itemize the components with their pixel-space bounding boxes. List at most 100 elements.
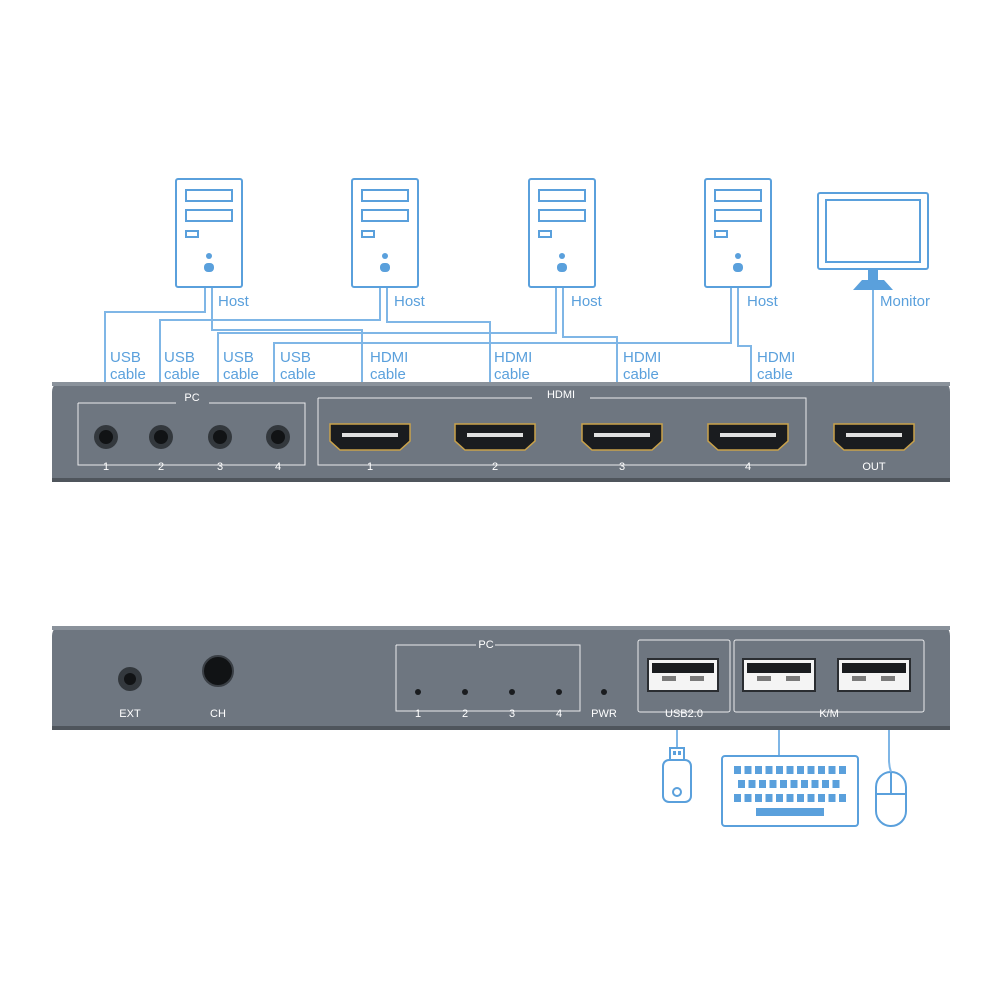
cable-label: USB cable — [110, 349, 146, 383]
keyboard-key — [734, 794, 741, 802]
pc-jack-4[interactable] — [266, 425, 290, 449]
pc-led-3 — [509, 689, 515, 695]
svg-text:cable: cable — [110, 366, 146, 383]
front-panel: PC 1 2 3 4 — [52, 382, 950, 482]
keyboard-key — [755, 794, 762, 802]
keyboard-key — [734, 766, 741, 774]
hdmi-group-label: HDMI — [547, 389, 575, 401]
monitor-icon — [817, 192, 929, 290]
hdmi-port-2[interactable] — [454, 423, 536, 451]
led-number: 1 — [415, 708, 421, 720]
port-number: 1 — [103, 461, 109, 473]
cable-labels: USB cable USB cable USB cable USB cable … — [110, 349, 795, 383]
keyboard-key — [744, 794, 752, 802]
keyboard-key — [738, 780, 745, 788]
svg-text:cable: cable — [223, 366, 259, 383]
keyboard-key — [748, 780, 756, 788]
pc-led-2 — [462, 689, 468, 695]
usb-port[interactable] — [647, 658, 719, 692]
keyboard-key — [780, 780, 787, 788]
pc-led-4 — [556, 689, 562, 695]
ext-label: EXT — [119, 708, 141, 720]
led-number: 2 — [462, 708, 468, 720]
pc-group-label: PC — [184, 392, 199, 404]
mouse-icon — [875, 759, 907, 827]
hdmi-out-port[interactable] — [833, 423, 915, 451]
port-number: 2 — [492, 461, 498, 473]
pwr-label: PWR — [591, 708, 617, 720]
keyboard-key — [822, 780, 829, 788]
port-number: 1 — [367, 461, 373, 473]
usb-label: USB2.0 — [665, 708, 703, 720]
ext-jack[interactable] — [118, 667, 142, 691]
cable-label: HDMI cable — [757, 349, 795, 383]
hdmi-port-group: HDMI 1 2 3 4 — [317, 389, 807, 473]
port-number: 3 — [619, 461, 625, 473]
pc-led-group: PC 1 2 3 4 — [395, 639, 581, 720]
hdmi-port-4[interactable] — [707, 423, 789, 451]
computer-tower-icon — [175, 178, 243, 288]
led-number: 3 — [509, 708, 515, 720]
svg-text:USB: USB — [280, 349, 311, 366]
computer-tower-icon — [528, 178, 596, 288]
cable-label: USB cable — [164, 349, 200, 383]
keyboard-key — [755, 766, 762, 774]
svg-text:HDMI: HDMI — [757, 349, 795, 366]
usb-port-group: USB2.0 — [637, 639, 731, 720]
keyboard-key — [786, 766, 794, 774]
pc-jack-1[interactable] — [94, 425, 118, 449]
pc-port-group: PC 1 2 3 4 — [77, 392, 306, 473]
monitor-label: Monitor — [880, 293, 930, 310]
mouse-usb-port[interactable] — [837, 658, 911, 692]
svg-text:cable: cable — [164, 366, 200, 383]
keyboard-key — [790, 780, 798, 788]
keyboard-key — [839, 766, 846, 774]
keyboard-key — [797, 766, 804, 774]
keyboard-icon — [721, 755, 859, 827]
svg-text:cable: cable — [757, 366, 793, 383]
keyboard-key — [828, 766, 836, 774]
monitor: Monitor — [817, 192, 930, 310]
keyboard-key — [776, 794, 783, 802]
pc-led-group-label: PC — [478, 639, 493, 651]
ch-button[interactable] — [202, 655, 234, 687]
cable-label: USB cable — [223, 349, 259, 383]
keyboard-key — [765, 794, 773, 802]
port-number: 4 — [275, 461, 281, 473]
keyboard-key — [797, 794, 804, 802]
cable-label: HDMI cable — [623, 349, 661, 383]
led-number: 4 — [556, 708, 562, 720]
pwr-led — [601, 689, 607, 695]
keyboard-key — [801, 780, 808, 788]
keyboard-key — [759, 780, 766, 788]
km-label: K/M — [819, 708, 839, 720]
hdmi-port-1[interactable] — [329, 423, 411, 451]
host-label: Host — [218, 293, 250, 310]
svg-text:USB: USB — [164, 349, 195, 366]
svg-text:HDMI: HDMI — [494, 349, 532, 366]
keyboard-key — [807, 766, 815, 774]
keyboard-key — [832, 780, 840, 788]
pc-jack-3[interactable] — [208, 425, 232, 449]
pc-jack-2[interactable] — [149, 425, 173, 449]
keyboard-key — [786, 794, 794, 802]
km-port-group: K/M — [733, 639, 925, 720]
keyboard-key — [811, 780, 819, 788]
computer-tower-icon — [351, 178, 419, 288]
connection-wires — [104, 288, 874, 384]
out-label: OUT — [862, 461, 886, 473]
peripheral-wires — [676, 730, 890, 760]
svg-text:HDMI: HDMI — [370, 349, 408, 366]
svg-text:HDMI: HDMI — [623, 349, 661, 366]
hdmi-port-3[interactable] — [581, 423, 663, 451]
keyboard-usb-port[interactable] — [742, 658, 816, 692]
pc-led-1 — [415, 689, 421, 695]
svg-text:cable: cable — [280, 366, 316, 383]
cable-label: HDMI cable — [494, 349, 532, 383]
keyboard-key — [818, 794, 825, 802]
cable-label: USB cable — [280, 349, 316, 383]
keyboard-spacebar — [756, 808, 824, 816]
keyboard-key — [765, 766, 773, 774]
host-label: Host — [571, 293, 603, 310]
